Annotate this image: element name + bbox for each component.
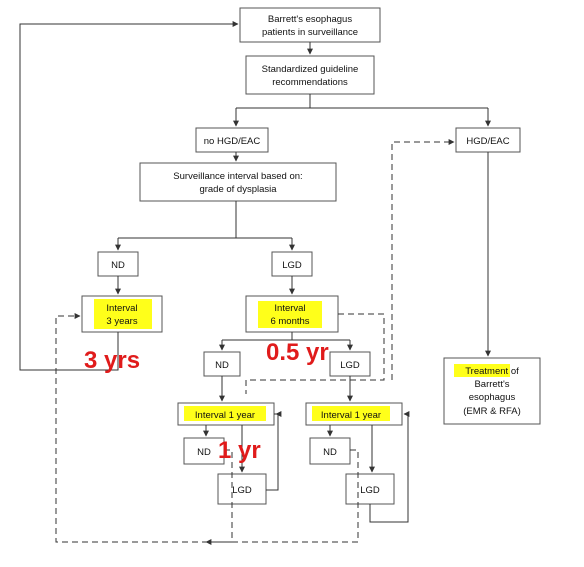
annotation-3-yrs: 3 yrs — [84, 347, 140, 374]
treatment-line-3: esophagus — [469, 392, 516, 403]
box-no-hgd — [195, 127, 269, 153]
box-treatment — [443, 357, 541, 425]
root-line-1: Barrett's esophagus — [268, 14, 352, 25]
highlight-interval-1y-left — [184, 406, 266, 421]
guideline-line-2: recommendations — [272, 77, 348, 88]
lgd-low-left-label: LGD — [232, 485, 252, 496]
lgd-top-label: LGD — [282, 260, 302, 271]
box-nd-low-left — [183, 437, 225, 465]
highlight-interval-3y — [94, 299, 152, 329]
interval-3y-line-2: 3 years — [106, 316, 137, 327]
highlight-interval-6m — [258, 301, 322, 328]
nd-top-label: ND — [111, 260, 125, 271]
box-guideline — [245, 55, 375, 95]
nd-low-right-label: ND — [323, 447, 337, 458]
annotation-0-5-yr: 0.5 yr — [266, 339, 329, 366]
guideline-line-1: Standardized guideline — [262, 64, 359, 75]
interval-6m-line-2: 6 months — [270, 316, 309, 327]
root-line-2: patients in surveillance — [262, 27, 358, 38]
interval-6m-line-1: Interval — [274, 303, 305, 314]
highlights — [94, 299, 510, 421]
interval-3y-line-1: Interval — [106, 303, 137, 314]
solid-connectors — [19, 21, 491, 523]
interval-basis-line-1: Surveillance interval based on: — [173, 171, 302, 182]
lgd-mid-label: LGD — [340, 360, 360, 371]
interval-1y-left-label: Interval 1 year — [195, 410, 255, 421]
box-interval-1y-right — [305, 402, 403, 426]
highlight-interval-1y-right — [312, 406, 390, 421]
highlight-treatment — [454, 364, 510, 377]
node-labels: Barrett's esophagus patients in surveill… — [106, 14, 520, 496]
interval-1y-right-label: Interval 1 year — [321, 410, 381, 421]
nd-mid-label: ND — [215, 360, 229, 371]
box-interval-3y — [81, 295, 163, 333]
box-nd-low-right — [309, 437, 351, 465]
box-interval-basis — [139, 162, 337, 202]
treatment-line-2: Barrett's — [474, 379, 509, 390]
treatment-line-4: (EMR & RFA) — [463, 406, 521, 417]
lgd-low-right-label: LGD — [360, 485, 380, 496]
no-hgd-label: no HGD/EAC — [204, 136, 261, 147]
annotation-1-yr: 1 yr — [218, 437, 261, 464]
interval-basis-line-2: grade of dysplasia — [199, 184, 277, 195]
annotations: 3 yrs 0.5 yr 1 yr — [84, 339, 329, 464]
hgd-label: HGD/EAC — [466, 136, 509, 147]
nd-low-left-label: ND — [197, 447, 211, 458]
box-lgd-low-left — [217, 473, 267, 505]
treatment-line-1: Treatment of — [465, 366, 519, 377]
dashed-connectors — [55, 139, 455, 545]
